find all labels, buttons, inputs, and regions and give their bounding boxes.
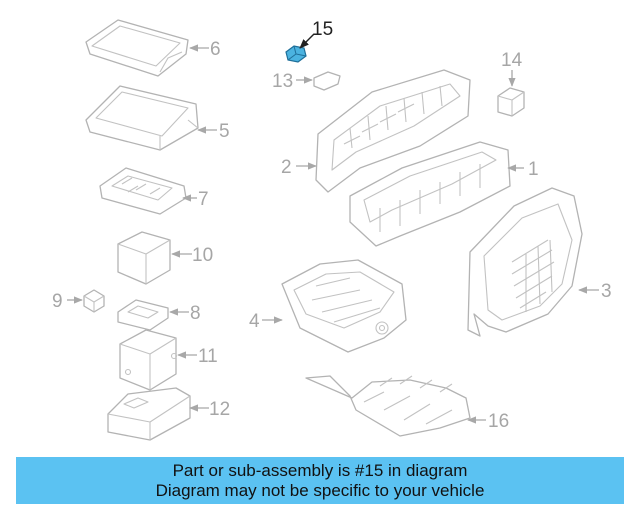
part-16-bracket: [305, 375, 471, 437]
part-9-small-relay: [83, 289, 105, 313]
part-4-control-module: [281, 259, 407, 353]
callout-4: 4: [249, 311, 260, 332]
leader-15: [299, 33, 315, 49]
callout-3: 3: [601, 281, 612, 302]
part-10-relay: [117, 231, 171, 285]
part-3-cover-housing: [467, 187, 583, 337]
parts-diagram: 6 5 7 10 9 8 11: [52, 19, 612, 441]
callout-12: 12: [209, 399, 230, 420]
banner-line-disclaimer: Diagram may not be specific to your vehi…: [155, 481, 485, 500]
callout-11: 11: [198, 346, 218, 367]
callout-8: 8: [190, 303, 201, 324]
part-6-cover: [85, 19, 189, 77]
callout-13: 13: [272, 71, 293, 92]
callout-14: 14: [501, 50, 523, 71]
part-15-clip-highlighted: [285, 45, 307, 63]
part-2-relay-carrier: [315, 69, 471, 193]
callout-16: 16: [488, 411, 509, 432]
part-7-relay-plate: [99, 167, 187, 215]
part-14-cube-relay: [497, 87, 525, 117]
part-1-fuse-block: [349, 141, 511, 247]
part-12-relay-block: [107, 387, 191, 441]
callout-9: 9: [52, 291, 63, 312]
part-8-relay-base: [117, 299, 169, 331]
callout-15: 15: [312, 19, 333, 40]
part-13-connector: [313, 71, 341, 91]
callout-10: 10: [192, 245, 213, 266]
callout-7: 7: [198, 189, 209, 210]
info-banner: Part or sub-assembly is #15 in diagram D…: [16, 457, 624, 504]
banner-line-part-number: Part or sub-assembly is #15 in diagram: [172, 461, 468, 480]
part-5-control-unit: [85, 85, 199, 151]
callout-5: 5: [219, 121, 230, 142]
callout-1: 1: [528, 159, 539, 180]
callout-6: 6: [210, 39, 221, 60]
callout-2: 2: [281, 157, 292, 178]
part-11-relay: [119, 329, 178, 391]
